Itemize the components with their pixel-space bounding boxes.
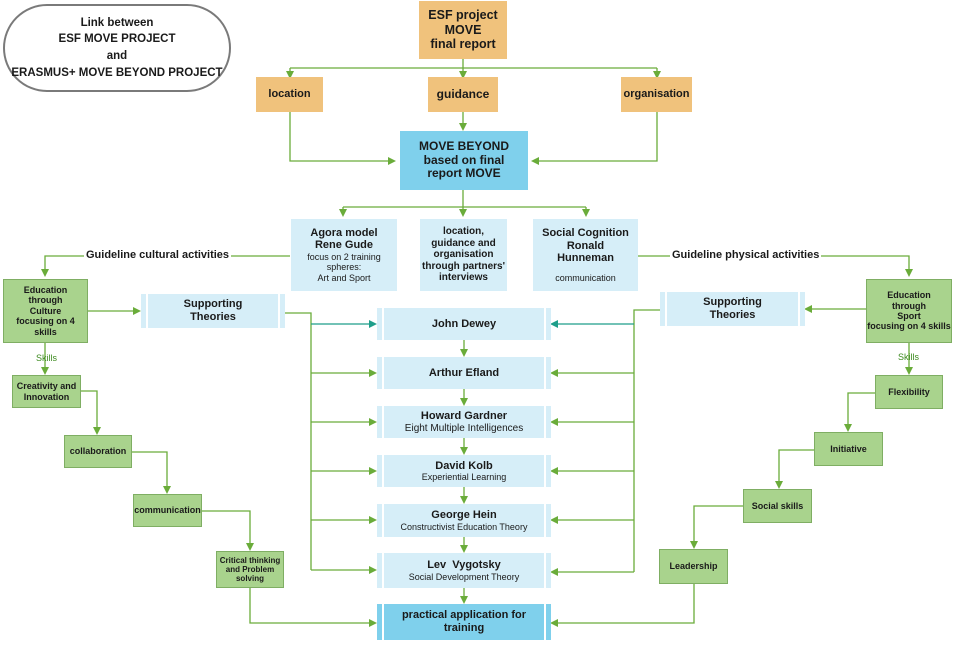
- theory-hein-box: George Hein Constructivist Education The…: [377, 504, 551, 537]
- supporting-theories-right: Supporting Theories: [660, 292, 805, 326]
- sport-line-4: focusing on 4 skills: [867, 321, 951, 332]
- skills-label-left: Skills: [36, 353, 58, 363]
- creativity-line-2: Innovation: [23, 391, 70, 402]
- interviews-line-4: through partners': [422, 260, 505, 272]
- practical-line-1: practical application for: [401, 609, 527, 622]
- guideline-physical-label: Guideline physical activities: [670, 249, 822, 261]
- theory-kolb-name: David Kolb: [435, 459, 493, 472]
- move-beyond-box: MOVE BEYOND based on final report MOVE: [400, 131, 528, 190]
- initiative-label: Initiative: [830, 443, 867, 454]
- supporting-left-line-2: Theories: [190, 311, 236, 323]
- theory-kolb-desc: Experiential Learning: [421, 472, 507, 483]
- interviews-line-5: interviews: [439, 272, 488, 284]
- skill-leadership-box: Leadership: [659, 549, 728, 584]
- critical-line-1: Critical thinking: [219, 555, 281, 565]
- agora-desc-2: spheres:: [326, 262, 362, 273]
- theory-dewey-name: John Dewey: [431, 317, 497, 330]
- theory-efland-name: Arthur Efland: [428, 366, 500, 379]
- culture-line-1: Education: [23, 285, 68, 296]
- flexibility-label: Flexibility: [888, 386, 930, 397]
- agora-title-1: Agora model: [310, 226, 378, 239]
- title-oval: Link between ESF MOVE PROJECT and ERASMU…: [3, 4, 231, 92]
- practical-application-box: practical application for training: [377, 604, 551, 640]
- theory-gardner-name: Howard Gardner: [420, 409, 508, 422]
- theory-gardner-desc: Eight Multiple Intelligences: [404, 422, 524, 434]
- creativity-line-1: Creativity and: [16, 381, 77, 392]
- social-title-3: Hunneman: [557, 252, 614, 265]
- supporting-right-line-2: Theories: [709, 309, 756, 321]
- agora-model-box: Agora model Rene Gude focus on 2 trainin…: [291, 219, 397, 291]
- sport-education-box: Education through Sport focusing on 4 sk…: [866, 279, 952, 343]
- social-title-2: Ronald: [566, 239, 605, 252]
- theory-hein-desc: Constructivist Education Theory: [400, 521, 528, 532]
- agora-desc-3: Art and Sport: [317, 272, 371, 283]
- esf-final-report-box: ESF project MOVE final report: [419, 1, 507, 59]
- theory-kolb-box: David Kolb Experiential Learning: [377, 455, 551, 487]
- culture-line-2: through: [28, 295, 63, 306]
- theory-vygotsky-name: Lev Vygotsky: [427, 559, 501, 571]
- supporting-theories-left: Supporting Theories: [141, 294, 285, 328]
- social-title-1: Social Cognition: [542, 226, 629, 239]
- culture-line-4: focusing on 4 skills: [16, 316, 75, 337]
- agora-title-2: Rene Gude: [314, 239, 374, 252]
- organisation-label: organisation: [623, 88, 690, 101]
- social-skills-label: Social skills: [751, 500, 804, 511]
- guidance-label: guidance: [436, 86, 490, 101]
- theory-vygotsky-desc: Social Development Theory: [408, 571, 520, 582]
- culture-education-box: Education through Culture focusing on 4 …: [3, 279, 88, 343]
- interviews-line-2: guidance and: [431, 237, 496, 249]
- title-line-4: ERASMUS+ MOVE BEYOND PROJECT: [11, 66, 223, 79]
- theory-efland-box: Arthur Efland: [377, 357, 551, 389]
- sport-line-2: through: [892, 300, 926, 311]
- theory-vygotsky-box: Lev Vygotsky Social Development Theory: [377, 553, 551, 588]
- agora-desc-1: focus on 2 training: [307, 252, 381, 263]
- sport-line-1: Education: [887, 290, 931, 301]
- location-label: location: [268, 88, 311, 101]
- critical-line-2: and Problem: [225, 564, 275, 574]
- theory-hein-name: George Hein: [431, 509, 497, 521]
- skill-collaboration-box: collaboration: [64, 435, 132, 468]
- organisation-box: organisation: [621, 77, 692, 112]
- communication-label: communication: [134, 505, 201, 516]
- skill-initiative-box: Initiative: [814, 432, 883, 466]
- skill-flexibility-box: Flexibility: [875, 375, 943, 409]
- supporting-right-line-1: Supporting: [703, 296, 762, 309]
- critical-line-3: solving: [235, 574, 264, 584]
- sport-line-3: Sport: [897, 311, 921, 321]
- practical-line-2: training: [443, 622, 485, 634]
- move-beyond-line-1: MOVE BEYOND: [418, 138, 509, 153]
- interviews-line-1: location,: [442, 226, 485, 238]
- theory-gardner-box: Howard Gardner Eight Multiple Intelligen…: [377, 406, 551, 438]
- guideline-cultural-label: Guideline cultural activities: [84, 249, 232, 261]
- interviews-line-3: organisation: [433, 249, 494, 261]
- collaboration-label: collaboration: [69, 446, 127, 457]
- guidance-box: guidance: [428, 77, 498, 112]
- title-line-2: ESF MOVE PROJECT: [58, 33, 176, 46]
- skills-label-right: Skills: [898, 352, 920, 362]
- social-cognition-box: Social Cognition Ronald Hunneman communi…: [533, 219, 638, 291]
- interviews-box: location, guidance and organisation thro…: [420, 219, 507, 291]
- social-desc: communication: [555, 272, 616, 283]
- esf-line-2: MOVE: [444, 22, 482, 37]
- esf-line-1: ESF project: [428, 8, 498, 23]
- move-beyond-line-3: report MOVE: [427, 166, 501, 181]
- leadership-label: Leadership: [669, 561, 718, 572]
- skill-critical-thinking-box: Critical thinking and Problem solving: [216, 551, 284, 588]
- theory-dewey-box: John Dewey: [377, 308, 551, 340]
- title-line-1: Link between: [80, 16, 154, 29]
- skill-social-box: Social skills: [743, 489, 812, 523]
- culture-line-3: Culture: [29, 305, 62, 316]
- esf-line-3: final report: [430, 37, 496, 52]
- supporting-left-line-1: Supporting: [183, 298, 243, 311]
- title-line-3: and: [106, 50, 128, 62]
- skill-creativity-box: Creativity and Innovation: [12, 375, 81, 408]
- skill-communication-box: communication: [133, 494, 202, 527]
- location-box: location: [256, 77, 323, 112]
- move-beyond-line-2: based on final: [423, 152, 505, 167]
